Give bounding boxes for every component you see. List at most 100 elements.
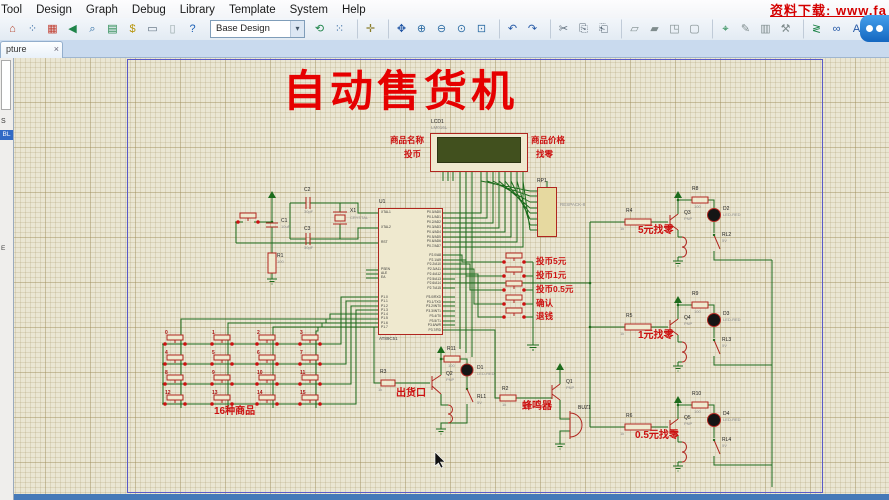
blank-doc-icon[interactable]: ▯ <box>169 23 176 35</box>
menu-tool[interactable]: Tool <box>1 4 23 16</box>
tool-bar: ⌂ ⁘ ▦ ◀ ⌕ ▤ $ ▭ ▯? Base Design▾ ⟲ ⁙ ✛ ✥ ⊕ ⊖ ⊙ ⊡ ↶ ↷ ✂ ⎘ ⎗ ▱ ▰ ◳ ▢ ⌖… <box>0 18 889 41</box>
relay-block-1yuan[interactable] <box>599 295 751 372</box>
c1-ref: C1 <box>281 218 288 224</box>
refund-button[interactable] <box>500 307 528 320</box>
floating-widget[interactable] <box>860 15 889 42</box>
bom-icon[interactable]: $ <box>129 23 136 35</box>
pins-p2: P2.0/A8 P2.1/A9 P2.2/A10 P2.3/A11 P2.4/A… <box>427 253 441 290</box>
pan-icon[interactable]: ✥ <box>388 19 411 39</box>
c2-ref: C2 <box>304 187 311 193</box>
junction-icon[interactable]: ⁘ <box>27 23 38 35</box>
pin-rst: RST <box>381 240 388 244</box>
r3-ref: R3 <box>380 369 387 375</box>
q2-ref: Q2 <box>446 371 453 377</box>
tab-schematic-capture[interactable]: pture × <box>0 41 63 58</box>
label-change: 找零 <box>536 149 554 159</box>
redo-icon[interactable]: ↷ <box>527 23 538 35</box>
x1-part: CRYSTAL <box>350 215 369 220</box>
terminal-icon[interactable]: ▭ <box>147 23 158 35</box>
packaging-icon[interactable]: ▥ <box>760 23 771 35</box>
wire-autorouter-icon[interactable]: ≷ <box>803 19 826 39</box>
zoom-doc-icon[interactable]: ⌕ <box>89 23 96 35</box>
undo-icon[interactable]: ↶ <box>499 19 522 39</box>
respack-component[interactable] <box>537 187 557 237</box>
menu-system[interactable]: System <box>289 4 328 16</box>
rp1-part: RESPACK-8 <box>560 202 586 207</box>
lcd-screen <box>437 137 521 163</box>
svg-text:0: 0 <box>165 330 168 336</box>
home-icon[interactable]: ⌂ <box>9 23 16 35</box>
origin-icon[interactable]: ✛ <box>357 19 380 39</box>
design-combo[interactable]: Base Design▾ <box>210 20 305 38</box>
svg-text:9: 9 <box>212 370 215 376</box>
r3-val: 1k <box>378 387 383 392</box>
x1-ref: X1 <box>350 208 357 214</box>
schematic-preview <box>1 60 11 110</box>
zoom-out-icon[interactable]: ⊖ <box>436 23 447 35</box>
mcu-component[interactable] <box>378 208 443 335</box>
svg-text:7: 7 <box>300 350 303 356</box>
zoom-all-icon[interactable]: ⊙ <box>456 23 467 35</box>
library-icon[interactable]: ▤ <box>107 23 118 35</box>
ic-icon[interactable]: ▦ <box>47 23 58 35</box>
copy-icon[interactable]: ⎘ <box>579 23 588 35</box>
refresh-icon[interactable]: ⟲ <box>314 23 325 35</box>
download-promo-link[interactable]: 资料下载: www.fa <box>770 3 887 18</box>
coin-1yuan-button[interactable] <box>500 266 528 279</box>
svg-text:4: 4 <box>165 350 168 356</box>
menu-debug[interactable]: Debug <box>131 4 166 16</box>
menu-graph[interactable]: Graph <box>85 4 118 16</box>
q1-type: PNP <box>566 385 575 390</box>
r11-ref: R11 <box>447 346 456 352</box>
block-rotate-icon[interactable]: ◳ <box>669 23 680 35</box>
label-coin-5yuan: 投币5元 <box>536 256 567 266</box>
zoom-in-icon[interactable]: ⊕ <box>416 23 427 35</box>
mouse-cursor <box>434 451 446 469</box>
object-selector-strip[interactable]: S BL E <box>0 57 14 500</box>
svg-text:10: 10 <box>257 370 263 376</box>
lcd-part: LM016L <box>431 125 448 130</box>
block-move-icon[interactable]: ▰ <box>650 23 659 35</box>
menu-design[interactable]: Design <box>36 4 72 16</box>
paste-icon[interactable]: ⎗ <box>599 23 608 35</box>
list-item[interactable]: S <box>1 118 6 125</box>
relay-block-5yuan[interactable] <box>599 190 751 267</box>
component-symbols[interactable] <box>266 197 583 439</box>
c2-val: 30pF <box>304 209 314 214</box>
d1-ref: D1 <box>477 365 484 371</box>
make-device-icon[interactable]: ✎ <box>740 23 751 35</box>
speaker-icon[interactable]: ◀ <box>68 23 77 35</box>
menu-help[interactable]: Help <box>341 4 366 16</box>
help-icon[interactable]: ? <box>189 23 196 35</box>
page-title: 自动售货机 <box>283 68 518 116</box>
coin-5yuan-button[interactable] <box>500 252 528 265</box>
block-delete-icon[interactable]: ▢ <box>689 23 700 35</box>
search-tag-icon[interactable]: ∞ <box>832 23 841 35</box>
rl1-val: 5V <box>477 400 482 405</box>
r11-val: 100 <box>448 363 455 368</box>
menu-template[interactable]: Template <box>228 4 276 16</box>
block-copy-icon[interactable]: ▱ <box>621 19 644 39</box>
svg-text:8: 8 <box>165 370 168 376</box>
r1-ref: R1 <box>277 253 284 259</box>
cut-icon[interactable]: ✂ <box>550 19 573 39</box>
label-dispense-outlet: 出货口 <box>396 388 426 399</box>
list-item-selected[interactable]: BL <box>0 130 13 140</box>
zoom-area-icon[interactable]: ⊡ <box>476 23 487 35</box>
list-item[interactable]: E <box>1 245 6 252</box>
pin-xtal1: XTAL1 <box>381 210 391 214</box>
relay-block-05yuan[interactable] <box>599 395 751 472</box>
svg-text:13: 13 <box>212 390 218 396</box>
reset-button[interactable] <box>234 212 262 225</box>
label-product-name: 商品名称 <box>390 135 425 145</box>
property-assignment-icon[interactable]: A <box>852 23 861 35</box>
lcd-ref: LCD1 <box>431 119 444 125</box>
decompose-icon[interactable]: ⚒ <box>780 23 791 35</box>
confirm-button[interactable] <box>500 294 528 307</box>
grid-icon[interactable]: ⁙ <box>334 23 345 35</box>
pick-parts-icon[interactable]: ⌖ <box>712 19 735 39</box>
close-tab-icon[interactable]: × <box>53 44 59 54</box>
menu-library[interactable]: Library <box>179 4 215 16</box>
